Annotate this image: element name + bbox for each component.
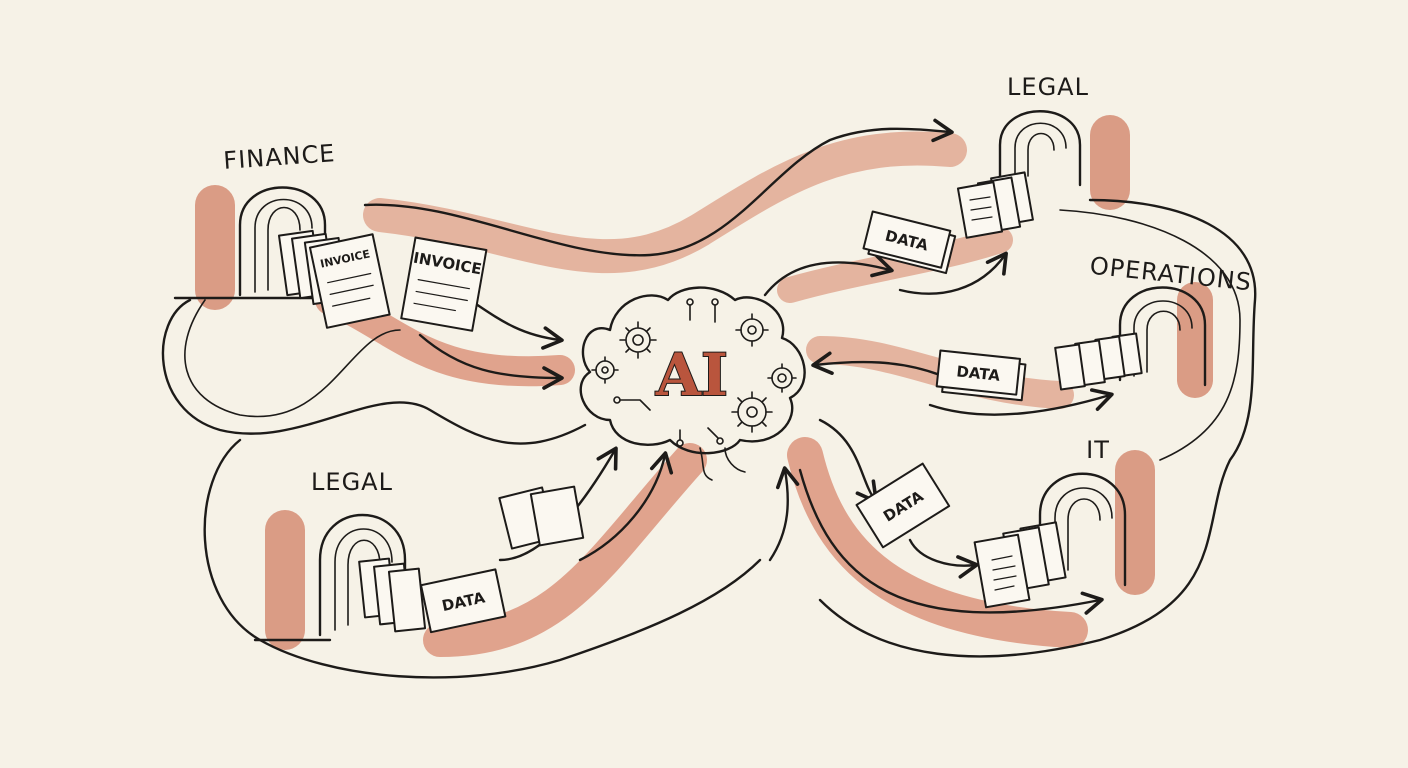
gear-icon <box>735 313 769 347</box>
brain-stem <box>699 447 713 481</box>
data-operations-label: DATA <box>956 362 1002 384</box>
invoice-small-doc: INVOICE <box>308 233 391 329</box>
line-finance-to-ai-lower <box>418 333 564 390</box>
tunnels <box>173 110 1207 642</box>
operations-label: OPERATIONS <box>1089 252 1254 297</box>
line-outer-loop-left <box>161 298 587 445</box>
it-doc-stack <box>973 521 1067 609</box>
wash-finance-to-legal-top <box>363 131 967 274</box>
line-outer-loop-right <box>818 198 1257 658</box>
legal-top-tunnel <box>998 110 1082 187</box>
brain-outline <box>579 286 806 455</box>
connector-lines <box>161 118 1257 679</box>
legal-top-label: LEGAL <box>1007 73 1089 101</box>
legal-top-doc-stack <box>956 171 1034 239</box>
line-outer-loop-right-thin <box>1059 209 1241 461</box>
wash-legal-top-to-ai <box>777 227 1013 303</box>
gear-icon <box>591 356 619 384</box>
line-ai-to-legal-top <box>763 254 894 297</box>
line-ai-to-it-bottom <box>798 468 1104 615</box>
legal-bottom-doc-stack <box>358 557 427 633</box>
operations-doc-stack <box>1054 332 1143 391</box>
line-data-to-it-docs <box>908 538 979 579</box>
wash-legal-bottom-to-ai <box>423 443 707 657</box>
line-legal-top-docs-return <box>898 251 1008 295</box>
gear-icon <box>731 391 773 433</box>
line-outer-loop-bottom-left <box>203 438 762 679</box>
operations-tunnel <box>1118 286 1207 387</box>
line-operations-to-ai <box>811 351 942 377</box>
line-legal-bottom-to-ai-2 <box>578 451 674 562</box>
legal-bottom-flying-sheets <box>498 485 585 550</box>
line-ai-to-it-data <box>818 418 878 504</box>
wash-operations-to-ai <box>806 336 1074 409</box>
line-outer-loop-left-thin <box>184 299 401 418</box>
legal-bottom-label: LEGAL <box>311 468 393 496</box>
line-finance-to-legal-top <box>363 118 954 257</box>
it-label: IT <box>1086 436 1110 464</box>
gear-icon <box>767 363 797 393</box>
circuit-traces <box>613 298 724 447</box>
data-it-doc: DATA <box>855 462 951 549</box>
line-finance-to-ai-upper <box>468 298 564 350</box>
data-legal-top-doc: DATA <box>862 210 957 275</box>
line-ai-to-operations <box>928 388 1114 416</box>
invoice-large-doc: INVOICE <box>400 236 488 332</box>
ai-brain-hub: AI <box>579 286 806 481</box>
data-operations-doc: DATA <box>935 349 1027 402</box>
line-it-to-ai <box>768 466 800 562</box>
data-legal-bottom-doc: DATA <box>420 568 507 634</box>
gear-icon <box>619 321 657 359</box>
finance-label: FINANCE <box>223 139 337 175</box>
brain-stem-2 <box>724 447 746 473</box>
it-tunnel <box>1038 472 1127 587</box>
ai-label: AI <box>655 341 728 409</box>
legal-bottom-tunnel <box>253 514 407 642</box>
wash-ai-to-it <box>787 437 1088 648</box>
